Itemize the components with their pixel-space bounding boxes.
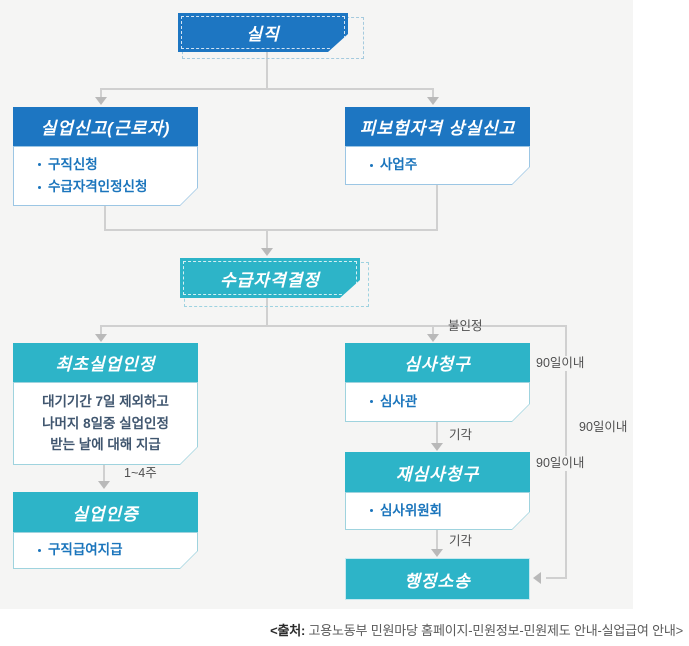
edge-label-weeks: 1~4주 bbox=[124, 466, 157, 480]
unemployment-report-node-header: 실업신고(근로자) bbox=[13, 107, 198, 146]
start-node: 실직 bbox=[178, 13, 348, 52]
arrow-down-icon bbox=[431, 549, 443, 557]
source-note: <출처: 고용노동부 민원마당 홈페이지-민원정보-민원제도 안내-실업급여 안… bbox=[0, 620, 683, 639]
list-item: 심사관 bbox=[346, 391, 529, 413]
re-review-request-node-body: 심사위원회 bbox=[345, 492, 530, 530]
list-item: 구직급여지급 bbox=[14, 539, 197, 561]
re-review-request-title: 재심사청구 bbox=[395, 464, 480, 484]
connector-unemp-down bbox=[104, 206, 106, 230]
first-recognition-node-body: 대기기간 7일 제외하고 나머지 8일중 실업인정 받는 날에 대해 지급 bbox=[13, 382, 198, 465]
re-review-request-node-header: 재심사청구 bbox=[345, 452, 530, 492]
connector-top-split bbox=[100, 88, 434, 90]
start-node-label: 실직 bbox=[246, 25, 280, 44]
review-request-node-body: 심사관 bbox=[345, 382, 530, 422]
edge-label-denied: 불인정 bbox=[448, 319, 483, 333]
edge-label-rejected-second: 기각 bbox=[449, 534, 473, 548]
connector-first-recog-down bbox=[103, 465, 105, 482]
connector-drop-left bbox=[100, 88, 102, 99]
arrow-down-icon bbox=[98, 481, 110, 489]
arrow-down-icon bbox=[431, 443, 443, 451]
connector-decision-down bbox=[266, 298, 268, 326]
list-item: 구직신청 bbox=[14, 154, 197, 176]
edge-label-rejected-first: 기각 bbox=[449, 428, 473, 442]
connector-lawsuit-in bbox=[546, 577, 567, 579]
connector-drop-right bbox=[432, 88, 434, 99]
edge-label-within-90-first: 90일이내 bbox=[534, 356, 587, 371]
source-note-body: 고용노동부 민원마당 홈페이지-민원정보-민원제도 안내-실업급여 안내> bbox=[305, 623, 684, 638]
recognition-cert-node-header: 실업인증 bbox=[13, 492, 198, 532]
list-item: 수급자격인정신청 bbox=[14, 176, 197, 198]
source-note-prefix: <출처: bbox=[270, 623, 306, 638]
arrow-down-icon bbox=[95, 97, 107, 105]
first-recognition-note: 대기기간 7일 제외하고 나머지 8일중 실업인정 받는 날에 대해 지급 bbox=[42, 394, 169, 453]
edge-label-within-90-second: 90일이내 bbox=[534, 456, 587, 471]
eligibility-decision-label: 수급자격결정 bbox=[220, 270, 320, 290]
connector-branch bbox=[100, 325, 567, 327]
recognition-cert-node-body: 구직급여지급 bbox=[13, 532, 198, 569]
connector-insured-down bbox=[436, 185, 438, 230]
connector-branch-left bbox=[100, 325, 102, 335]
first-recognition-title: 최초실업인정 bbox=[55, 355, 156, 374]
connector-review-down bbox=[436, 422, 438, 444]
edge-label-within-90-mid: 90일이내 bbox=[579, 420, 628, 434]
connector-branch-far-right bbox=[565, 325, 567, 579]
list-item: 심사위원회 bbox=[346, 500, 529, 522]
list-item: 사업주 bbox=[346, 154, 529, 176]
connector-merge bbox=[104, 229, 438, 231]
eligibility-decision-node: 수급자격결정 bbox=[180, 258, 360, 298]
admin-lawsuit-node: 행정소송 bbox=[345, 558, 530, 600]
arrow-down-icon bbox=[261, 248, 273, 256]
arrow-down-icon bbox=[95, 334, 107, 342]
connector-merge-down bbox=[266, 229, 268, 249]
arrow-down-icon bbox=[427, 334, 439, 342]
connector-start-down bbox=[266, 52, 268, 88]
review-request-node-header: 심사청구 bbox=[345, 343, 530, 382]
arrow-down-icon bbox=[427, 97, 439, 105]
first-recognition-node-header: 최초실업인정 bbox=[13, 343, 198, 382]
connector-rereview-down bbox=[436, 530, 438, 550]
unemployment-report-node-body: 구직신청 수급자격인정신청 bbox=[13, 146, 198, 206]
insured-loss-report-node-header: 피보험자격 상실신고 bbox=[345, 107, 530, 146]
arrow-left-icon bbox=[533, 572, 541, 584]
unemployment-report-title: 실업신고(근로자) bbox=[40, 119, 171, 138]
connector-branch-mid bbox=[432, 325, 434, 335]
review-request-title: 심사청구 bbox=[404, 355, 471, 374]
insured-loss-report-title: 피보험자격 상실신고 bbox=[359, 119, 516, 138]
admin-lawsuit-label: 행정소송 bbox=[404, 571, 471, 591]
recognition-cert-title: 실업인증 bbox=[72, 504, 139, 524]
insured-loss-report-node-body: 사업주 bbox=[345, 146, 530, 185]
